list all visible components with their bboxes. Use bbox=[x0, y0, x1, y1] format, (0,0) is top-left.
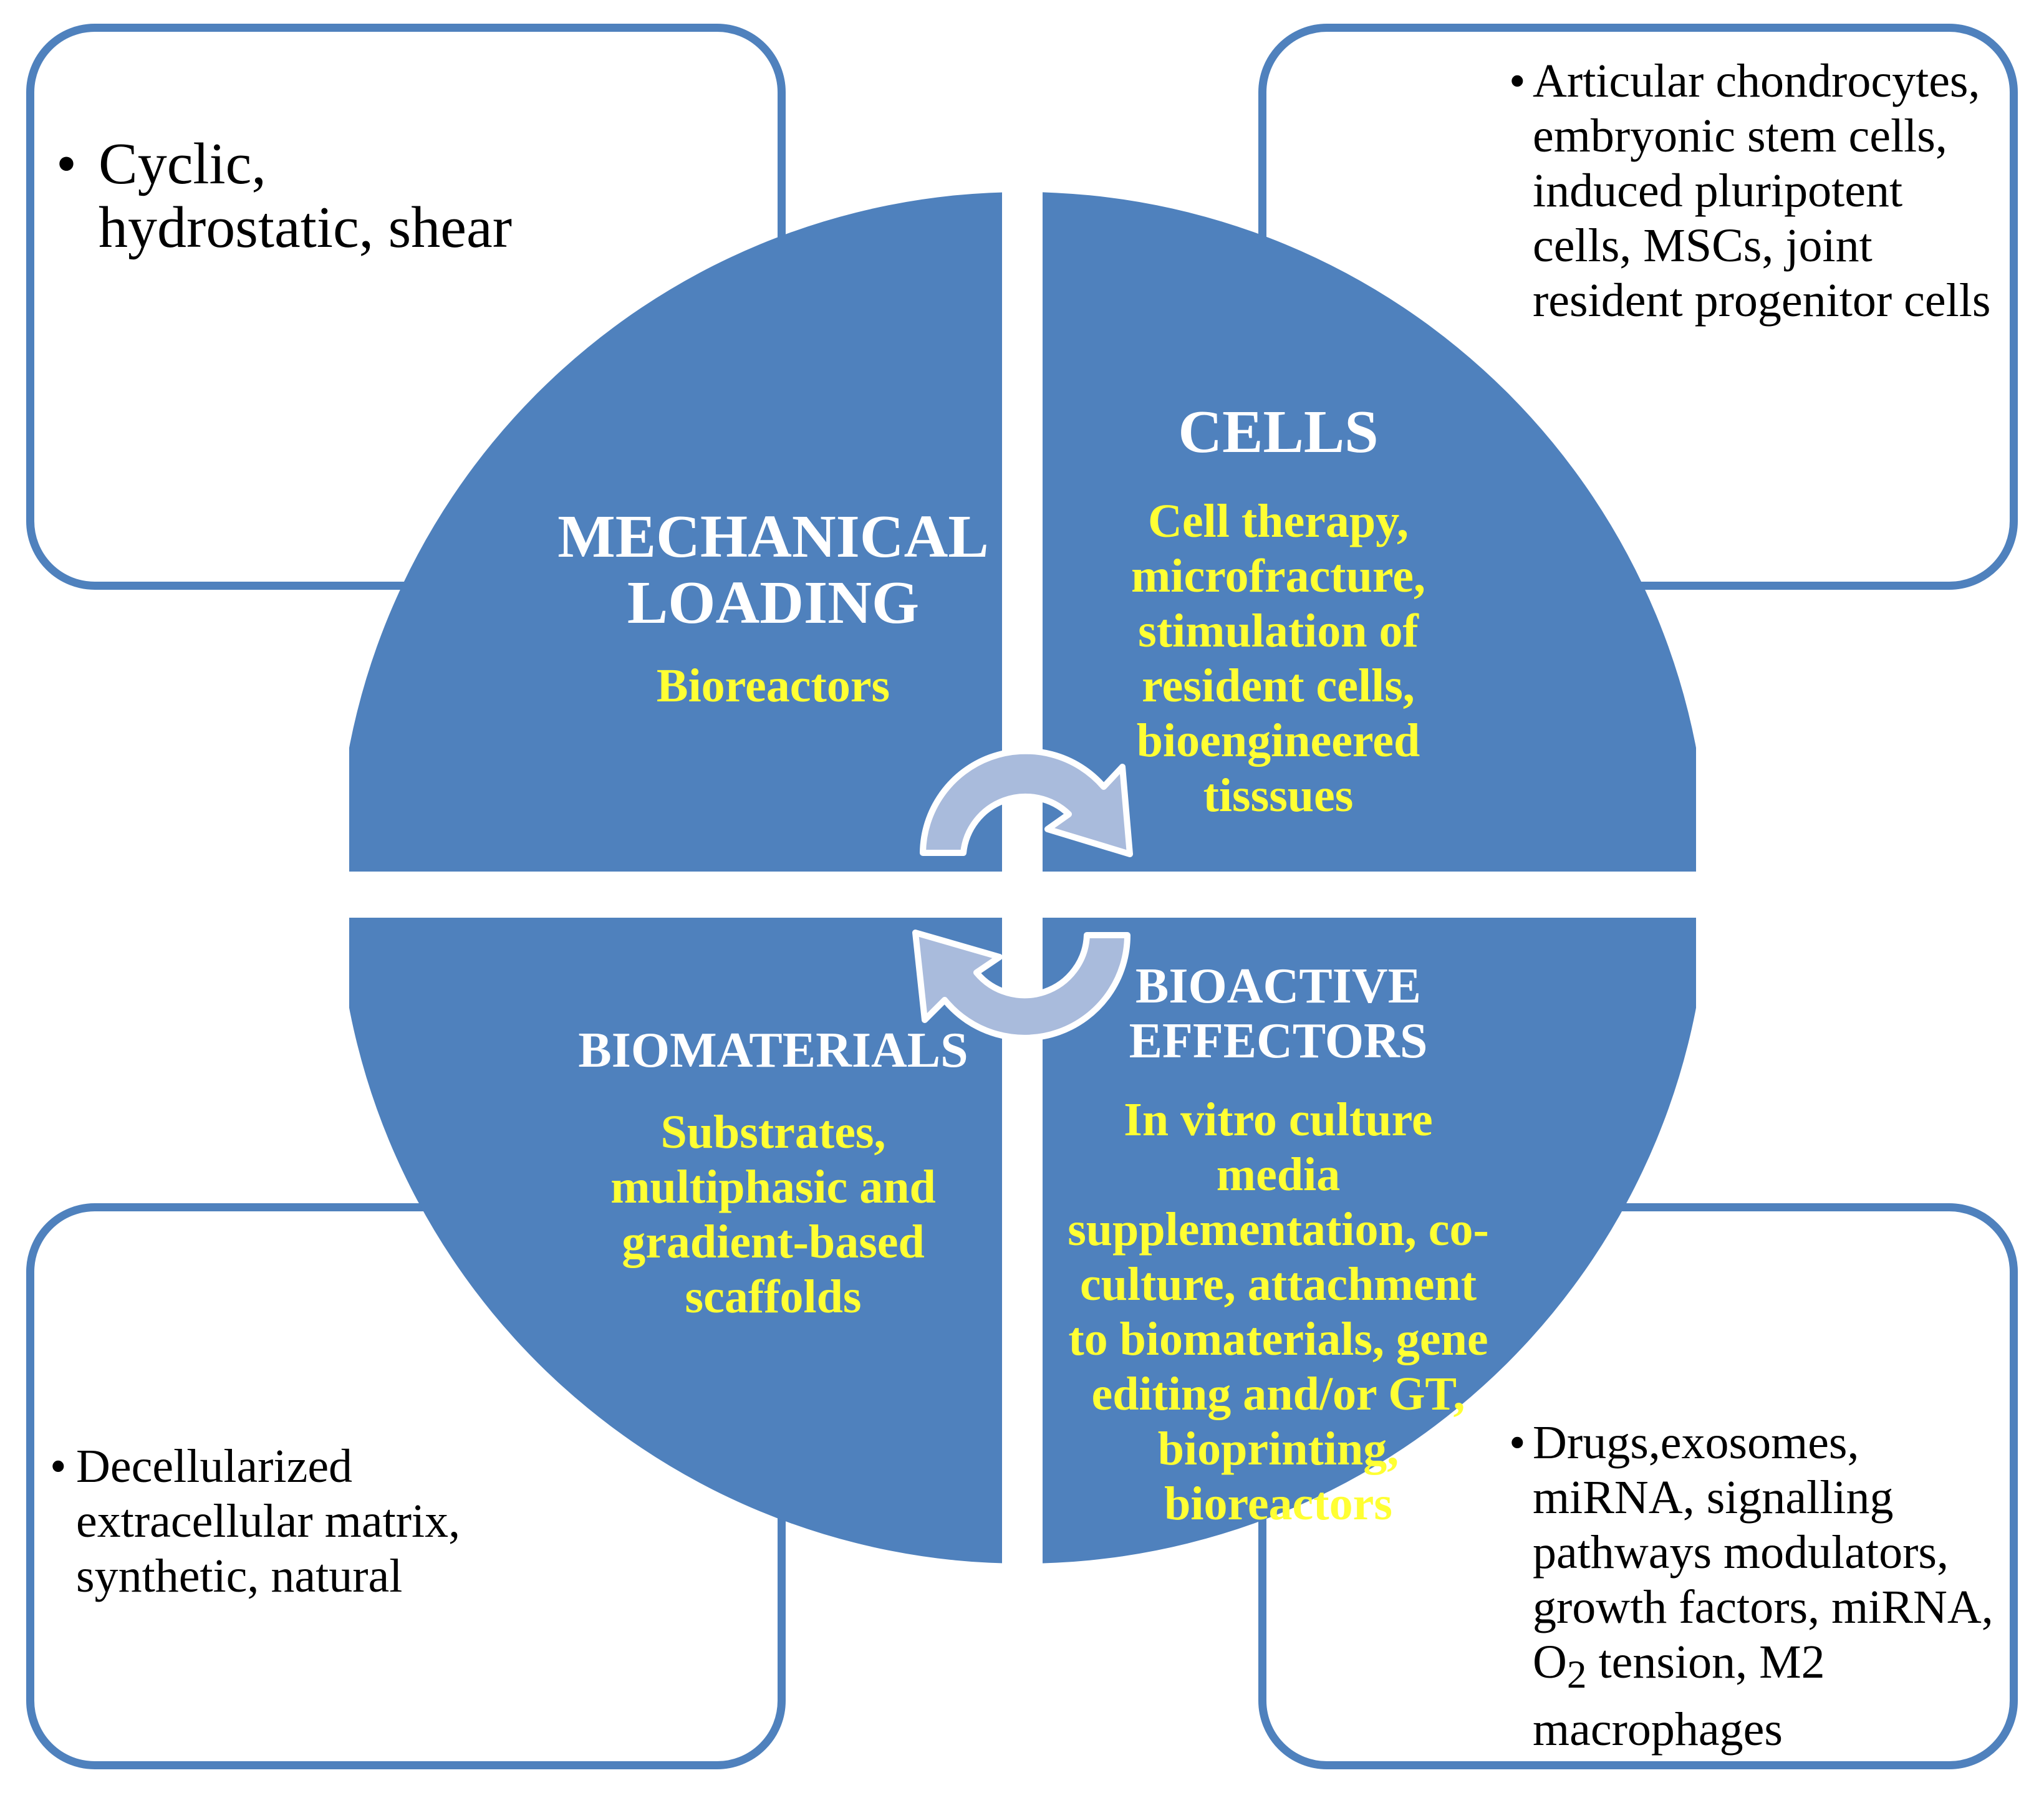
bullet-text: Articular chondrocytes, embryonic stem c… bbox=[1533, 55, 1991, 327]
bullet-dot: • bbox=[1509, 1416, 1526, 1469]
subscript-two: 2 bbox=[1566, 1653, 1587, 1697]
bullet-text-part: Drugs,exosomes, miRNA, signalling pathwa… bbox=[1533, 1416, 1993, 1688]
bullet-text: Cyclic, hydrostatic, shear bbox=[99, 132, 513, 260]
mechanical-loading-title: MECHANICAL LOADING bbox=[557, 503, 989, 637]
bullet-text-part: tension, M2 macrophages bbox=[1533, 1636, 1825, 1756]
biomaterials-title: BIOMATERIALS bbox=[578, 1023, 968, 1078]
mechanical-loading-subtitle: Bioreactors bbox=[656, 660, 890, 712]
bullet-text: Drugs,exosomes, miRNA, signalling pathwa… bbox=[1533, 1415, 1993, 1757]
biomaterials-subtitle: Substrates, multiphasic and gradient-bas… bbox=[610, 1106, 936, 1323]
cycle-arrow-bottom-icon bbox=[912, 930, 1130, 1041]
bioactive-effectors-subtitle: In vitro culture media supplementation, … bbox=[1068, 1094, 1489, 1530]
cells-bullet: • Articular chondrocytes, embryonic stem… bbox=[1509, 54, 2008, 328]
cycle-arrow-top-icon bbox=[920, 747, 1133, 857]
bullet-dot: • bbox=[1509, 55, 1526, 107]
bioactive-effectors-bullet: • Drugs,exosomes, miRNA, signalling path… bbox=[1509, 1415, 2008, 1757]
biomaterials-bullet: • Decellularized extracellular matrix, s… bbox=[50, 1439, 767, 1603]
cells-title: CELLS bbox=[1178, 398, 1379, 466]
bioactive-effectors-title: BIOACTIVE EFFECTORS bbox=[1129, 959, 1428, 1069]
cells-subtitle: Cell therapy, microfracture, stimulation… bbox=[1131, 495, 1425, 822]
bullet-dot: • bbox=[50, 1440, 67, 1493]
bullet-text: Decellularized extracellular matrix, syn… bbox=[76, 1440, 461, 1602]
bullet-dot: • bbox=[56, 132, 77, 196]
mechanical-loading-bullet: • Cyclic, hydrostatic, shear bbox=[56, 132, 742, 259]
